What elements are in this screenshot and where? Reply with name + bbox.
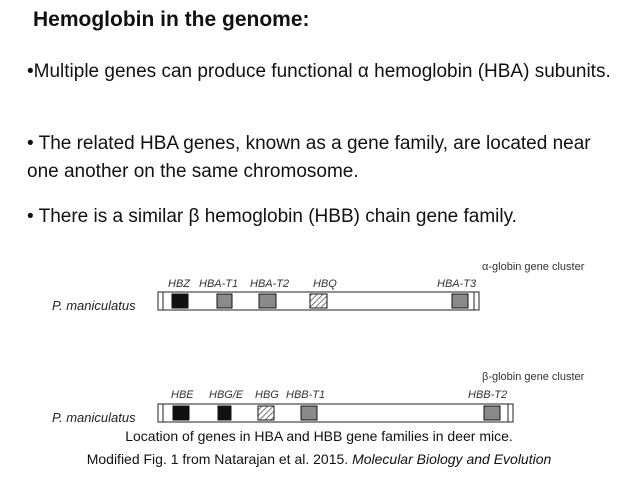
gene-label-hbe: HBE bbox=[171, 389, 194, 401]
gene-label-hbg-e: HBG/E bbox=[209, 389, 244, 401]
gene-label-hba-t2: HBA-T2 bbox=[250, 278, 289, 290]
gene-label-hbb-t1: HBB-T1 bbox=[286, 389, 325, 401]
gene-box-hba-t3 bbox=[451, 293, 469, 309]
figure-caption-line-1: Location of genes in HBA and HBB gene fa… bbox=[125, 428, 513, 444]
gene-label-hbz: HBZ bbox=[168, 278, 191, 290]
gene-label-hbb-t2: HBB-T2 bbox=[468, 389, 507, 401]
beta-chromosome-bar bbox=[157, 403, 514, 423]
gene-label-hbq: HBQ bbox=[313, 278, 337, 290]
caption-citation: Modified Fig. 1 from Natarajan et al. 20… bbox=[86, 451, 353, 467]
gene-box-hbg-e bbox=[217, 405, 232, 421]
caption-journal: Molecular Biology and Evolution bbox=[352, 451, 552, 467]
beta-species-label: P. maniculatus bbox=[52, 410, 136, 425]
alpha-cluster-label: α-globin gene cluster bbox=[482, 261, 585, 273]
gene-label-hba-t1: HBA-T1 bbox=[199, 278, 238, 290]
bullet-2: • The related HBA genes, known as a gene… bbox=[27, 133, 591, 182]
gene-label-hba-t3: HBA-T3 bbox=[437, 278, 477, 290]
bullet-3: • There is a similar β hemoglobin (HBB) … bbox=[27, 206, 517, 227]
gene-box-hba-t2 bbox=[258, 293, 277, 309]
gene-box-hba-t1 bbox=[216, 293, 233, 309]
gene-box-hbb-t2 bbox=[483, 405, 501, 421]
gene-box-hbz bbox=[171, 293, 189, 309]
slide-title: Hemoglobin in the genome: bbox=[33, 8, 310, 31]
gene-box-hbq bbox=[309, 293, 328, 309]
figure-caption-line-2: Modified Fig. 1 from Natarajan et al. 20… bbox=[0, 451, 638, 467]
gene-box-hbb-t1 bbox=[300, 405, 318, 421]
beta-cluster-label: β-globin gene cluster bbox=[482, 371, 585, 383]
bullet-1: •Multiple genes can produce functional α… bbox=[27, 61, 611, 82]
alpha-species-label: P. maniculatus bbox=[52, 298, 136, 313]
gene-box-hbe bbox=[172, 405, 190, 421]
gene-label-hbg: HBG bbox=[255, 389, 279, 401]
gene-box-hbg bbox=[257, 405, 275, 421]
